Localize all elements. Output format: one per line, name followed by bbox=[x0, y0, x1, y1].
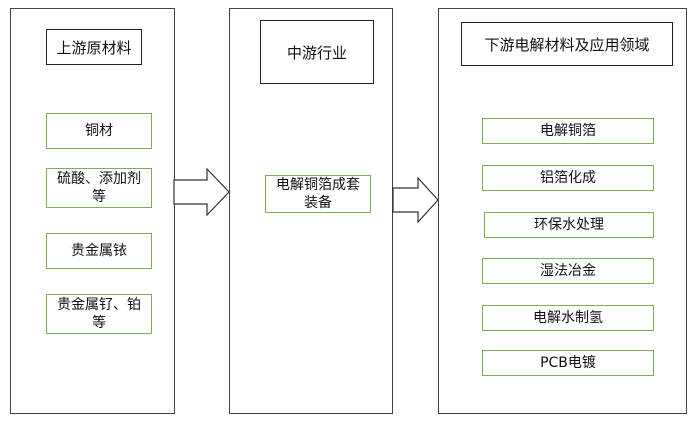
downstream-item-copper-foil: 电解铜箔 bbox=[482, 118, 654, 144]
upstream-item-copper: 铜材 bbox=[46, 113, 152, 149]
arrow-midstream-to-downstream bbox=[392, 177, 439, 223]
downstream-item-aluminum-foil: 铝箔化成 bbox=[482, 165, 654, 191]
midstream-item-equipment: 电解铜箔成套装备 bbox=[265, 175, 371, 213]
midstream-title: 中游行业 bbox=[260, 20, 374, 84]
upstream-item-iridium: 贵金属铱 bbox=[46, 233, 152, 269]
downstream-column bbox=[438, 8, 687, 414]
downstream-item-hydrometallurgy: 湿法冶金 bbox=[482, 258, 654, 284]
upstream-item-sulfuric-acid: 硫酸、添加剂等 bbox=[46, 168, 152, 208]
upstream-column bbox=[10, 8, 175, 414]
arrow-upstream-to-midstream bbox=[173, 168, 230, 216]
downstream-item-water-treatment: 环保水处理 bbox=[484, 212, 654, 238]
downstream-item-hydrogen: 电解水制氢 bbox=[482, 305, 654, 331]
upstream-title: 上游原材料 bbox=[46, 29, 142, 65]
downstream-item-pcb-plating: PCB电镀 bbox=[482, 350, 654, 376]
upstream-item-ruthenium-platinum: 贵金属钌、铂等 bbox=[46, 294, 152, 334]
downstream-title: 下游电解材料及应用领域 bbox=[461, 22, 673, 66]
